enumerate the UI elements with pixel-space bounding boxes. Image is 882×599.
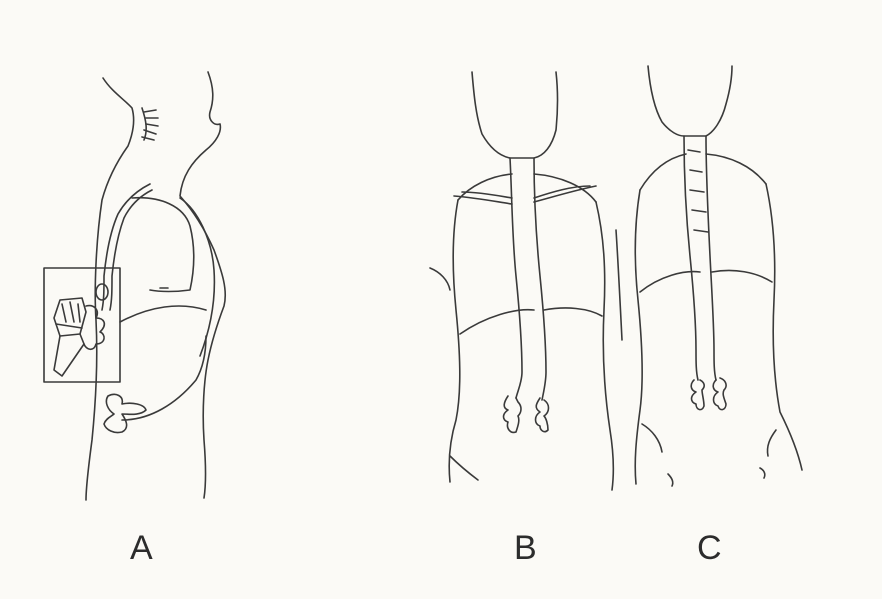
panel-c-tube-texture bbox=[688, 150, 708, 232]
panel-b-drawing bbox=[430, 72, 622, 490]
panel-b-tube-left bbox=[510, 158, 522, 398]
panel-c-left-side bbox=[635, 190, 642, 484]
panel-b-lower-left bbox=[450, 456, 478, 480]
panel-c-mark-1 bbox=[668, 474, 673, 486]
panel-c-anchor-left bbox=[691, 380, 704, 410]
panel-a-lung bbox=[132, 198, 194, 292]
panel-c-shoulder-right bbox=[706, 154, 766, 184]
panel-c-abdomen-left bbox=[642, 424, 662, 452]
panel-a-device-bulb bbox=[96, 284, 108, 300]
panel-c-neck bbox=[648, 66, 732, 136]
panel-a-abdomen bbox=[122, 336, 206, 420]
panel-a-diaphragm bbox=[120, 306, 206, 322]
panel-b-anchor-right bbox=[536, 398, 549, 432]
panel-a-neck-inner bbox=[142, 108, 146, 140]
panel-c-anchor-right bbox=[713, 378, 726, 410]
panel-a-anchor bbox=[104, 394, 146, 432]
panel-a-tube-outer bbox=[102, 184, 150, 310]
panel-b-anchor-left bbox=[504, 396, 522, 432]
panel-a-drawing bbox=[44, 72, 225, 500]
panel-c-tube-right bbox=[706, 136, 716, 380]
panel-a-chest-wall bbox=[180, 198, 214, 356]
panel-a-device-detail bbox=[56, 302, 82, 328]
panel-c-tube-left bbox=[684, 136, 698, 380]
panel-b-right-arm bbox=[616, 230, 622, 340]
panel-c-diaphragm bbox=[640, 270, 772, 292]
panel-label-b: B bbox=[514, 531, 537, 565]
panel-a-back-outline bbox=[86, 78, 134, 500]
panel-a-tube-inner bbox=[110, 190, 152, 310]
panel-a-device-cone bbox=[54, 334, 84, 376]
panel-label-c: C bbox=[697, 531, 722, 565]
panel-b-diaphragm bbox=[460, 308, 602, 334]
panel-b-neck bbox=[472, 72, 558, 158]
panel-b-right-side bbox=[596, 202, 613, 490]
panel-c-right-side bbox=[766, 184, 802, 470]
panel-a-front-outline bbox=[180, 72, 225, 498]
panel-b-clavicle bbox=[454, 186, 596, 204]
panel-label-a: A bbox=[130, 531, 153, 565]
panel-b-left-arm bbox=[430, 268, 450, 290]
panel-c-shoulder-left bbox=[640, 154, 686, 190]
panel-c-drawing bbox=[635, 66, 802, 486]
panel-a-device-segments bbox=[84, 306, 104, 350]
panel-c-abdomen-right bbox=[767, 430, 776, 456]
panel-b-left-side bbox=[449, 200, 460, 482]
panel-c-mark-2 bbox=[760, 468, 765, 478]
